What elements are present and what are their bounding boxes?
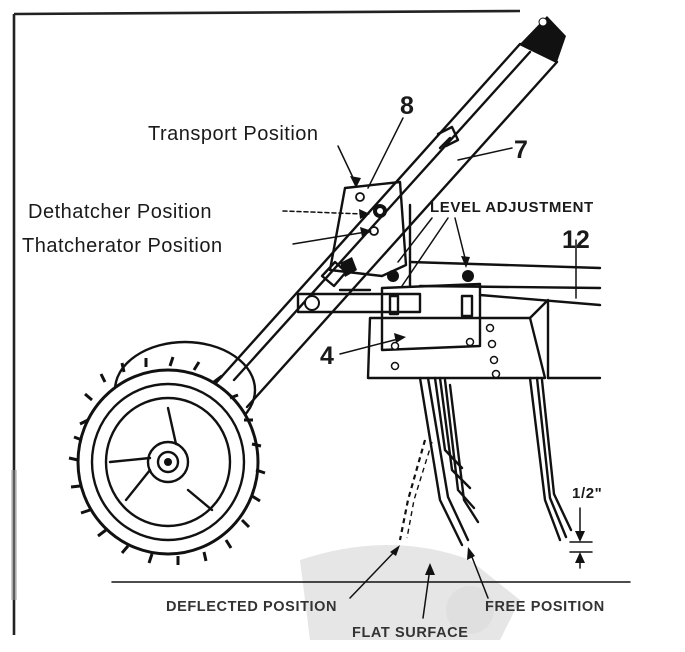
label-level-adjustment: LEVEL ADJUSTMENT bbox=[430, 199, 594, 216]
tines bbox=[398, 376, 573, 547]
housing bbox=[366, 270, 602, 380]
callout-8: 8 bbox=[400, 92, 414, 120]
leader-lines bbox=[282, 117, 593, 619]
label-dethatcher-position: Dethatcher Position bbox=[28, 201, 212, 223]
label-free-position: FREE POSITION bbox=[485, 599, 605, 615]
label-thatcherator-position: Thatcherator Position bbox=[22, 235, 223, 257]
label-transport-position: Transport Position bbox=[148, 123, 319, 145]
page-border bbox=[11, 9, 521, 635]
watermark bbox=[300, 545, 520, 640]
callout-12: 12 bbox=[562, 226, 590, 254]
label-half-inch: 1/2" bbox=[572, 485, 602, 502]
callout-4: 4 bbox=[320, 342, 334, 370]
callout-7: 7 bbox=[514, 136, 528, 164]
wheel bbox=[68, 340, 266, 565]
label-deflected-position: DEFLECTED POSITION bbox=[166, 599, 337, 615]
handle-bracket bbox=[296, 180, 422, 314]
label-flat-surface: FLAT SURFACE bbox=[352, 625, 468, 641]
